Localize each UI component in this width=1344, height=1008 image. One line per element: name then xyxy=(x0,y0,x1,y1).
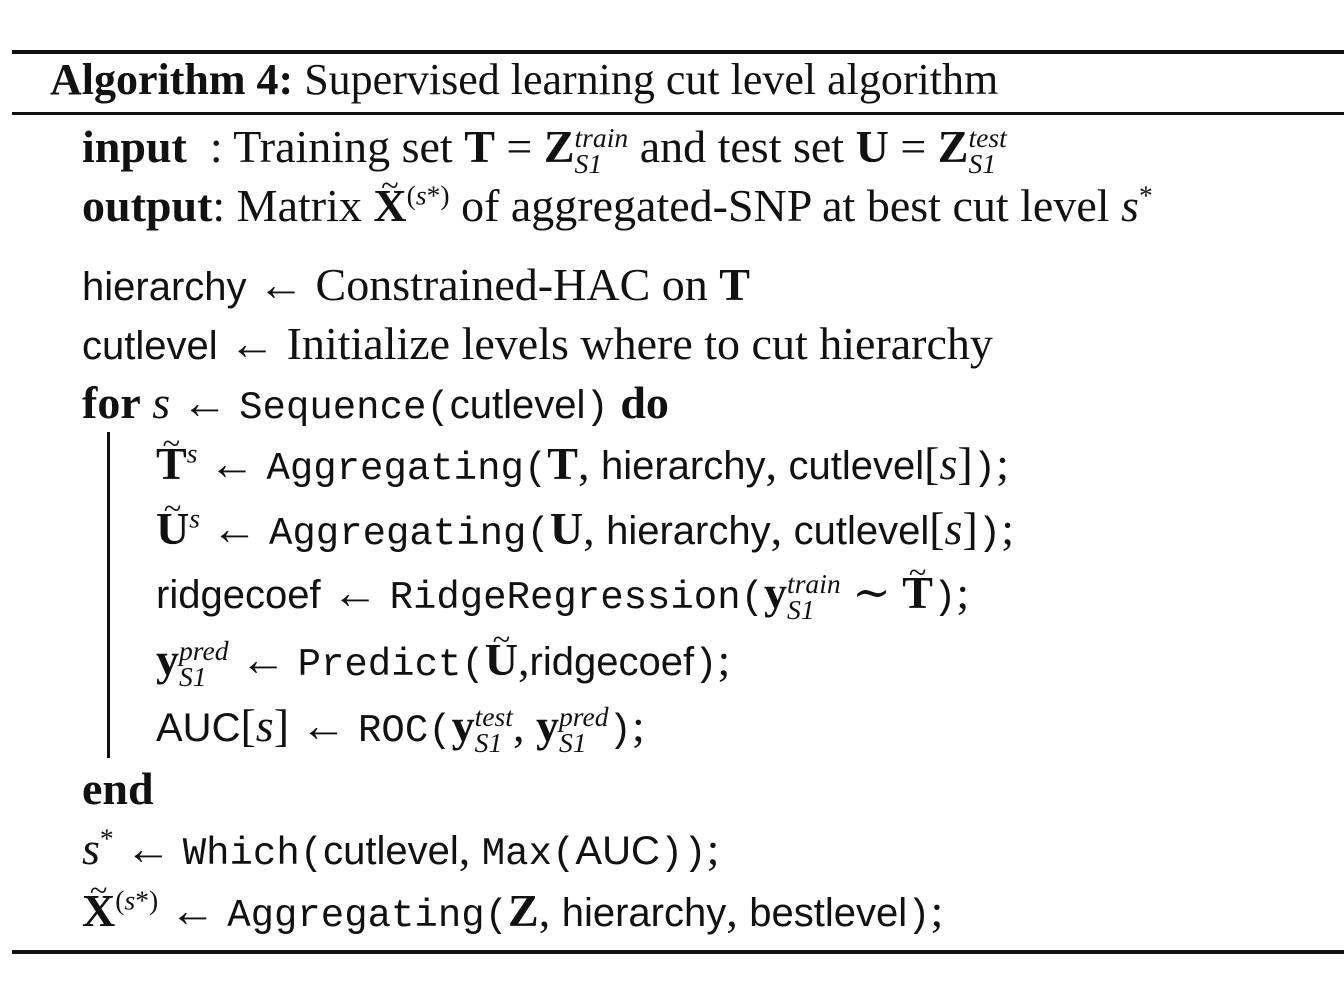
algorithm-label: Algorithm 4: xyxy=(50,55,294,104)
algorithm-title: Algorithm 4: Supervised learning cut lev… xyxy=(50,58,998,102)
end-line: end xyxy=(82,763,154,814)
best-level-line: s* ← Which(cutlevel, Max(AUC)); xyxy=(82,822,720,876)
output-text: : Matrix xyxy=(212,180,362,231)
hierarchy-line: hierarchy ← Constrained-HAC on T xyxy=(82,259,750,310)
algorithm-name: Supervised learning cut level algorithm xyxy=(304,55,999,104)
input-keyword: input xyxy=(82,121,187,172)
top-rule xyxy=(12,50,1344,54)
bottom-rule xyxy=(12,950,1344,954)
final-aggregate-line: X(s*) ← Aggregating(Z, hierarchy, bestle… xyxy=(82,874,943,936)
for-line: for s ← Sequence(cutlevel) do xyxy=(82,377,669,430)
input-and: and test set xyxy=(639,121,845,172)
output-line: output: Matrix X(s*) of aggregated-SNP a… xyxy=(82,169,1153,231)
output-keyword: output xyxy=(82,180,213,231)
loop-bar xyxy=(107,432,110,758)
aggregate-test-line: Us ← Aggregating(U, hierarchy, cutlevel[… xyxy=(156,492,1014,554)
cutlevel-line: cutlevel ← Initialize levels where to cu… xyxy=(82,318,993,369)
output-rest: of aggregated-SNP at best cut level xyxy=(461,180,1110,231)
input-text: : Training set xyxy=(209,121,453,172)
header-rule xyxy=(12,112,1344,115)
aggregate-train-line: Ts ← Aggregating(T, hierarchy, cutlevel[… xyxy=(156,427,1009,489)
